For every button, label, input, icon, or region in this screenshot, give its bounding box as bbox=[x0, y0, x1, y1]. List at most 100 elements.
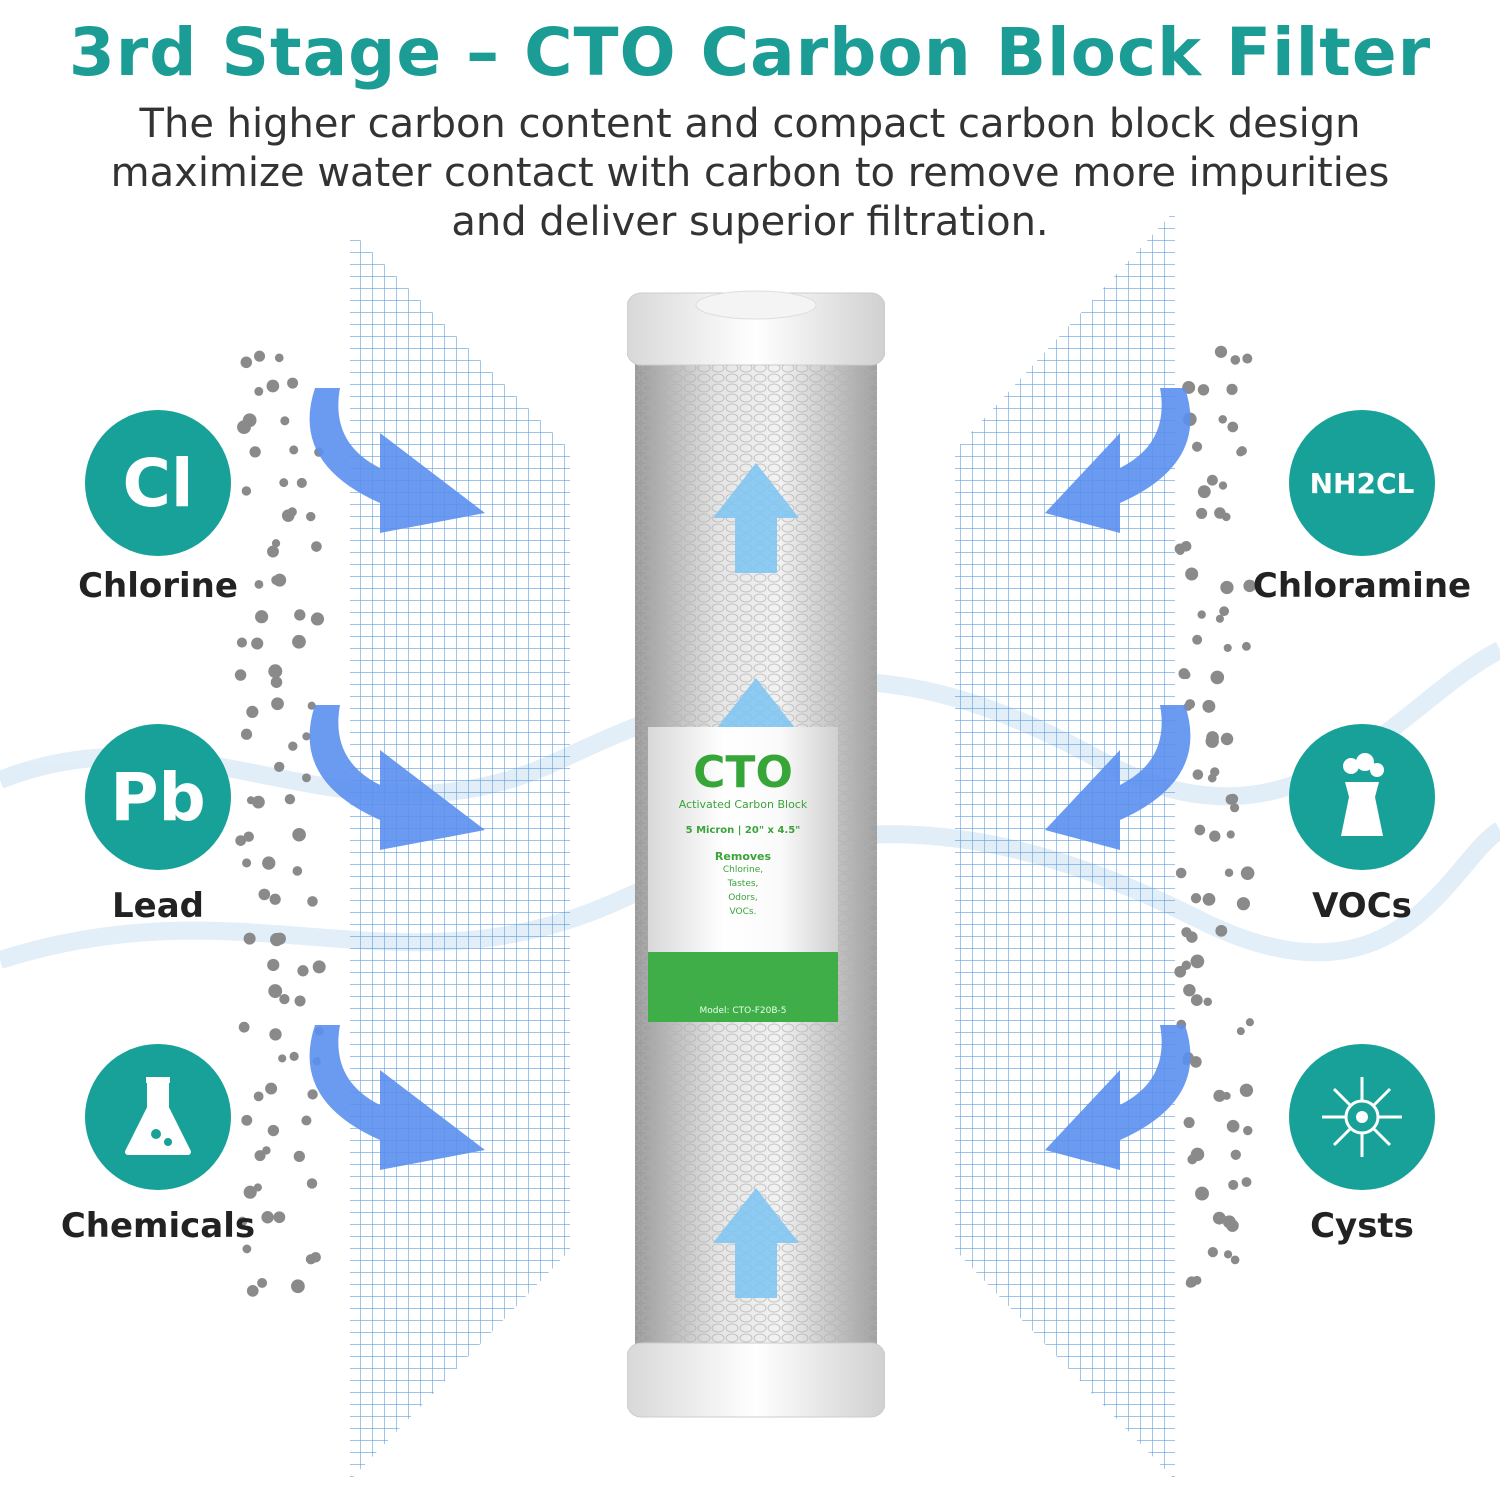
particle-dot bbox=[1192, 634, 1203, 645]
particle-dot bbox=[235, 835, 247, 846]
particle-dot bbox=[268, 984, 283, 998]
particle-dot bbox=[262, 856, 276, 870]
particle-dot bbox=[1230, 1149, 1241, 1160]
particle-dot bbox=[257, 1277, 268, 1288]
particle-dot bbox=[1183, 983, 1196, 997]
arrow-right-icon bbox=[309, 705, 485, 850]
arrow-right-icon bbox=[309, 388, 485, 533]
brand-name: CTO bbox=[693, 747, 793, 798]
particle-dot bbox=[1219, 606, 1230, 617]
particle-dot bbox=[1175, 867, 1187, 879]
particle-dot bbox=[294, 995, 306, 1007]
particle-dot bbox=[243, 831, 254, 842]
particle-dot bbox=[312, 960, 326, 974]
particle-dot bbox=[289, 1051, 299, 1061]
subtitle: The higher carbon content and compact ca… bbox=[100, 100, 1400, 247]
particle-dot bbox=[1239, 1083, 1254, 1097]
particle-dot bbox=[1210, 767, 1220, 777]
arrow-left-icon bbox=[1045, 388, 1191, 533]
particle-dot bbox=[243, 932, 256, 945]
particle-dot bbox=[1220, 580, 1234, 595]
particle-dot bbox=[254, 386, 264, 396]
particle-dot bbox=[292, 634, 306, 649]
particle-dot bbox=[1192, 441, 1203, 452]
particle-dot bbox=[267, 958, 280, 972]
particle-dot bbox=[292, 827, 306, 842]
particle-dot bbox=[1241, 1177, 1252, 1187]
particle-dot bbox=[1226, 1219, 1239, 1232]
particle-dot bbox=[1203, 997, 1213, 1007]
flask-icon bbox=[85, 1044, 231, 1190]
particle-dot bbox=[1243, 579, 1256, 593]
removes-item: VOCs. bbox=[729, 907, 757, 917]
arrow-right-icon bbox=[309, 1025, 485, 1170]
particle-dot bbox=[266, 379, 280, 393]
filter-type: Activated Carbon Block bbox=[678, 798, 808, 811]
particle-dot bbox=[1202, 699, 1216, 713]
particle-dot bbox=[1222, 1091, 1231, 1100]
particle-dot bbox=[1213, 1089, 1226, 1102]
subtitle-line: maximize water contact with carbon to re… bbox=[110, 150, 1390, 196]
particle-dot bbox=[1218, 481, 1228, 490]
filter-label: CTO Activated Carbon Block 5 Micron | 20… bbox=[648, 727, 838, 1022]
particle-dot bbox=[270, 676, 283, 688]
particle-dot bbox=[1182, 670, 1191, 680]
particle-dot bbox=[1207, 1247, 1218, 1258]
lead-label: Lead bbox=[111, 886, 204, 926]
particle-dot bbox=[254, 580, 264, 589]
subtitle-line: The higher carbon content and compact ca… bbox=[139, 101, 1361, 147]
particle-dot bbox=[1174, 965, 1187, 978]
particle-dot bbox=[278, 1054, 287, 1063]
particle-dot bbox=[254, 1150, 266, 1162]
microbe-icon bbox=[1289, 1044, 1435, 1190]
particle-dot bbox=[271, 575, 281, 585]
particle-dot bbox=[1226, 1119, 1240, 1133]
arrow-left-icon bbox=[1045, 705, 1191, 850]
chemicals-label: Chemicals bbox=[60, 1206, 256, 1246]
particle-dot bbox=[268, 664, 283, 679]
particle-dot bbox=[251, 637, 264, 650]
particle-dot bbox=[1227, 421, 1239, 433]
particle-dot bbox=[270, 932, 284, 947]
particle-dot bbox=[1183, 1117, 1195, 1129]
particle-dot bbox=[1190, 954, 1205, 969]
particle-dot bbox=[261, 1211, 274, 1224]
chloramine-label: Chloramine bbox=[1252, 566, 1472, 606]
removes-heading: Removes bbox=[714, 850, 772, 863]
particle-dot bbox=[287, 507, 297, 517]
particle-dot bbox=[1228, 1179, 1239, 1190]
particle-dot bbox=[1190, 994, 1203, 1007]
particle-dot bbox=[1226, 830, 1235, 839]
particle-dot bbox=[271, 697, 284, 711]
particle-dot bbox=[237, 1216, 248, 1227]
particle-dot bbox=[1223, 1250, 1233, 1259]
particle-dot bbox=[246, 705, 259, 718]
particle-dot bbox=[292, 866, 303, 876]
particle-dot bbox=[1180, 540, 1192, 552]
particle-dot bbox=[1214, 345, 1228, 358]
particle-dot bbox=[307, 896, 318, 907]
particle-dot bbox=[289, 445, 299, 455]
particle-dot bbox=[241, 486, 252, 496]
particle-dot bbox=[1215, 924, 1228, 937]
particle-dot bbox=[234, 669, 247, 681]
particle-dot bbox=[240, 728, 253, 740]
particle-dot bbox=[249, 446, 261, 458]
particle-dot bbox=[306, 1178, 318, 1189]
particle-dot bbox=[238, 1021, 250, 1033]
particle-dot bbox=[246, 796, 255, 805]
removes-item: Tastes, bbox=[727, 879, 759, 889]
particle-dot bbox=[1220, 732, 1234, 746]
filter-spec: 5 Micron | 20" x 4.5" bbox=[685, 825, 801, 836]
particle-dot bbox=[1236, 897, 1251, 911]
particle-dot bbox=[1236, 1027, 1245, 1036]
particle-dot bbox=[1245, 1018, 1254, 1027]
removes-list: Chlorine, Tastes, Odors, VOCs. bbox=[648, 863, 838, 919]
particle-dot bbox=[279, 478, 289, 488]
particle-dot bbox=[1197, 384, 1210, 396]
particle-dot bbox=[269, 1028, 282, 1041]
particle-dot bbox=[1230, 355, 1241, 365]
subtitle-line: and deliver superior filtration. bbox=[451, 199, 1049, 245]
